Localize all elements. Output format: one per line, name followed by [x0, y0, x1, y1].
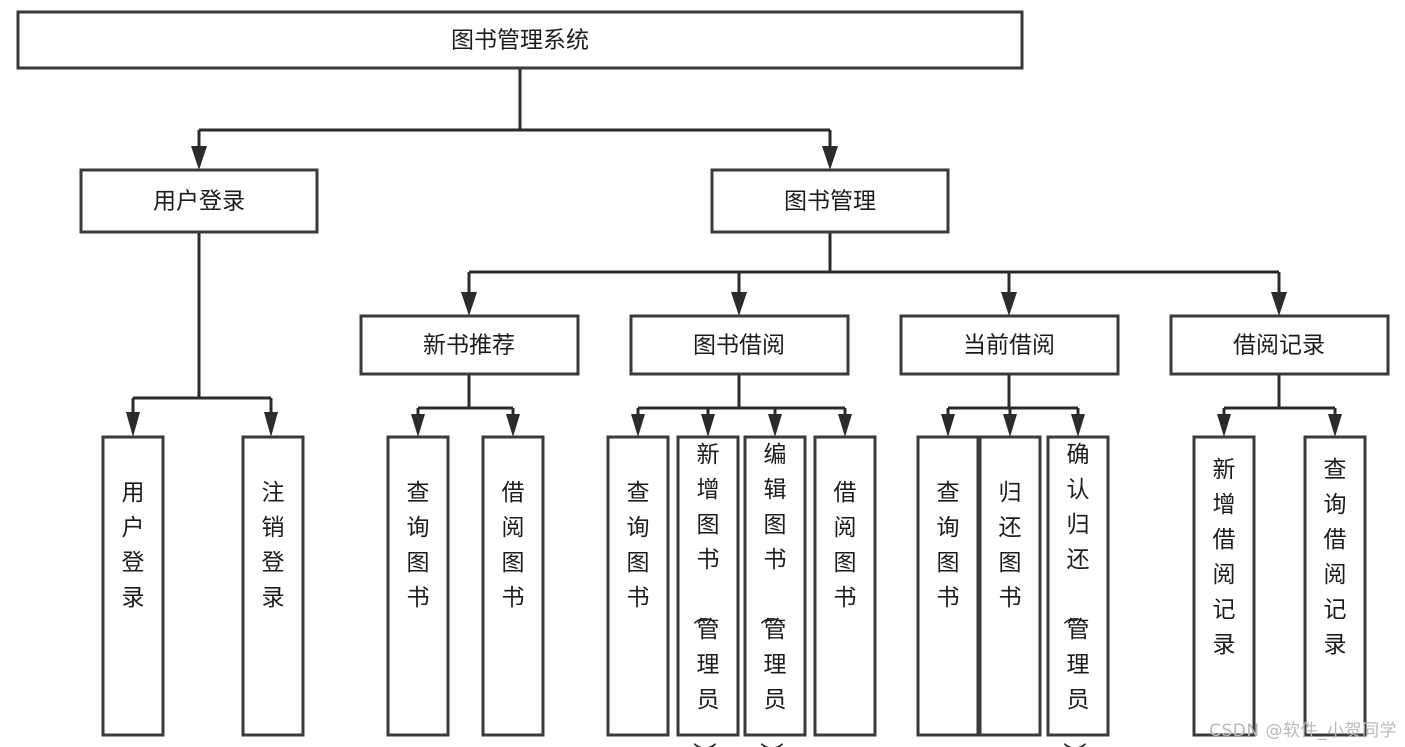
arrow-leaf-1 [264, 412, 278, 437]
node-leaf-query-book-new-box[interactable] [386, 435, 450, 737]
node-leaf-query-borrow-record[interactable]: 查询借阅记录 [1303, 435, 1367, 737]
node-leaf-query-book-current-label: 查询图书 [937, 480, 960, 611]
node-current-borrow[interactable]: 当前借阅 [899, 314, 1120, 376]
node-leaf-return-book-label: 归还图书 [999, 480, 1022, 611]
node-new-book-recommend-box[interactable] [359, 314, 580, 376]
arrow-leaf-5 [701, 414, 715, 437]
node-leaf-confirm-return[interactable]: 确认归还（管理员） [1046, 435, 1110, 747]
node-leaf-borrow-book-new-label: 借阅图书 [502, 480, 525, 611]
arrow-leaf-2 [411, 414, 425, 437]
node-root-box[interactable] [16, 10, 1024, 70]
arrow-leaf-7 [838, 414, 852, 437]
arrow-leaf-4 [631, 414, 645, 437]
node-user-login[interactable]: 用户登录 [79, 168, 319, 234]
node-leaf-add-book[interactable]: 新增图书（管理员） [676, 435, 740, 747]
node-leaf-logout-label: 注销登录 [262, 480, 285, 611]
node-leaf-edit-book-box[interactable] [743, 435, 807, 737]
arrow-l3-2 [1001, 292, 1017, 316]
node-leaf-logout[interactable]: 注销登录 [241, 435, 305, 737]
node-leaf-borrow-book-new-box[interactable] [481, 435, 545, 737]
node-leaf-query-book-current[interactable]: 查询图书 [916, 435, 980, 737]
node-leaf-add-borrow-record-box[interactable] [1192, 435, 1256, 737]
node-book-borrow[interactable]: 图书借阅 [629, 314, 850, 376]
node-user-login-label: 用户登录 [153, 189, 245, 215]
node-leaf-user-login-label: 用户登录 [122, 480, 145, 611]
arrow-leaf-10 [1071, 414, 1085, 437]
arrow-l2-0 [191, 146, 207, 170]
node-borrow-record-label: 借阅记录 [1233, 333, 1325, 359]
node-book-management-label: 图书管理 [784, 189, 876, 215]
node-leaf-return-book[interactable]: 归还图书 [978, 435, 1042, 737]
node-leaf-logout-box[interactable] [241, 435, 305, 737]
arrow-leaf-12 [1328, 414, 1342, 437]
arrow-leaf-11 [1217, 414, 1231, 437]
node-new-book-recommend[interactable]: 新书推荐 [359, 314, 580, 376]
edges-layer [126, 68, 1342, 437]
node-leaf-edit-book-label: 编辑图书（管理员） [758, 442, 787, 747]
node-leaf-add-borrow-record[interactable]: 新增借阅记录 [1192, 435, 1256, 737]
node-leaf-add-book-label: 新增图书（管理员） [691, 442, 720, 747]
arrow-l3-3 [1271, 292, 1287, 316]
arrow-l2-1 [822, 146, 838, 170]
arrow-l3-1 [731, 292, 747, 316]
node-leaf-query-borrow-record-box[interactable] [1303, 435, 1367, 737]
node-root[interactable]: 图书管理系统 [16, 10, 1024, 70]
node-leaf-query-book-current-box[interactable] [916, 435, 980, 737]
node-borrow-record[interactable]: 借阅记录 [1169, 314, 1390, 376]
node-leaf-query-book-borrow[interactable]: 查询图书 [606, 435, 670, 737]
node-book-management[interactable]: 图书管理 [710, 168, 950, 234]
node-leaf-query-book-new-label: 查询图书 [407, 480, 430, 611]
node-leaf-add-borrow-record-label: 新增借阅记录 [1213, 457, 1236, 658]
node-leaf-edit-book[interactable]: 编辑图书（管理员） [743, 435, 807, 747]
arrow-leaf-0 [126, 412, 140, 437]
node-leaf-confirm-return-label: 确认归还（管理员） [1061, 442, 1090, 747]
node-leaf-user-login[interactable]: 用户登录 [101, 435, 165, 737]
node-leaf-query-book-new[interactable]: 查询图书 [386, 435, 450, 737]
node-leaf-query-borrow-record-label: 查询借阅记录 [1324, 457, 1347, 658]
node-leaf-return-book-box[interactable] [978, 435, 1042, 737]
node-root-label: 图书管理系统 [451, 28, 589, 54]
node-leaf-user-login-box[interactable] [101, 435, 165, 737]
node-leaf-query-book-borrow-label: 查询图书 [627, 480, 650, 611]
node-leaf-add-book-box[interactable] [676, 435, 740, 737]
node-new-book-recommend-label: 新书推荐 [423, 333, 515, 359]
node-current-borrow-box[interactable] [899, 314, 1120, 376]
node-borrow-record-box[interactable] [1169, 314, 1390, 376]
arrow-leaf-9 [1003, 414, 1017, 437]
node-leaf-query-book-borrow-box[interactable] [606, 435, 670, 737]
node-book-borrow-box[interactable] [629, 314, 850, 376]
node-leaf-borrow-book-label: 借阅图书 [834, 480, 857, 611]
node-leaf-borrow-book-new[interactable]: 借阅图书 [481, 435, 545, 737]
node-current-borrow-label: 当前借阅 [963, 333, 1055, 359]
arrow-leaf-8 [941, 414, 955, 437]
node-leaf-borrow-book-box[interactable] [813, 435, 877, 737]
leaf-nodes-layer: 用户登录 注销登录 查询图书 借阅图书 查询图书 新增图书（管理员） [101, 435, 1367, 747]
arrow-l3-0 [461, 292, 477, 316]
node-book-management-box[interactable] [710, 168, 950, 234]
arrow-leaf-3 [506, 414, 520, 437]
node-leaf-confirm-return-box[interactable] [1046, 435, 1110, 737]
node-user-login-box[interactable] [79, 168, 319, 234]
node-book-borrow-label: 图书借阅 [693, 333, 785, 359]
arrow-leaf-6 [768, 414, 782, 437]
node-leaf-borrow-book[interactable]: 借阅图书 [813, 435, 877, 737]
